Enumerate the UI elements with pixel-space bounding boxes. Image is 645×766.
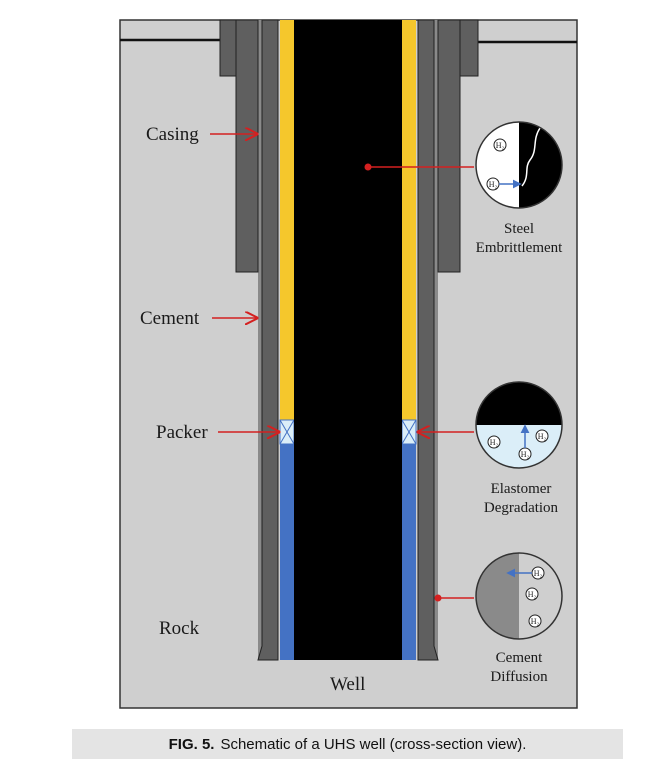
h2-molecule: [487, 435, 501, 449]
h2-label: H₂: [538, 432, 547, 441]
label-cement-diff-1: Cement: [496, 650, 543, 666]
inner-casing-right: [417, 19, 439, 661]
tubing-lower-left: [280, 444, 294, 660]
h2-label: H₂: [528, 590, 537, 599]
tubing-upper-left: [280, 20, 294, 420]
cement-point: [434, 594, 442, 602]
tubing-upper-right: [402, 20, 416, 420]
label-elastomer-1: Elastomer: [491, 481, 552, 497]
well-bore: [294, 20, 402, 660]
label-cement-diff-2: Diffusion: [490, 669, 548, 685]
label-casing: Casing: [146, 124, 199, 145]
packer-left: [279, 419, 295, 445]
figure-caption: FIG. 5. Schematic of a UHS well (cross-s…: [72, 729, 623, 759]
caption-prefix: FIG. 5.: [168, 735, 215, 753]
crack-line: [521, 127, 541, 187]
steel-point: [364, 163, 372, 171]
h2-label: H₂: [496, 141, 505, 150]
h2-molecule: [525, 587, 539, 601]
label-elastomer-2: Degradation: [484, 500, 559, 516]
casing-head-right: [459, 19, 479, 77]
cement-diffusion-inset: H₂ H₂ H₂: [475, 552, 563, 640]
label-packer: Packer: [156, 422, 208, 443]
h2-label: H₂: [531, 617, 540, 626]
h2-label: H₂: [489, 180, 498, 189]
caption-text: Schematic of a UHS well (cross-section v…: [220, 735, 527, 753]
inner-casing-left: [257, 19, 279, 661]
label-steel-1: Steel: [504, 221, 534, 237]
h2-label: H₂: [534, 569, 543, 578]
outer-casing-right: [437, 19, 461, 273]
tubing-lower-right: [402, 444, 416, 660]
h2-label: H₂: [521, 450, 530, 459]
outer-casing-left: [235, 19, 259, 273]
packer-right: [401, 419, 417, 445]
label-rock: Rock: [159, 618, 200, 639]
casing-head-left: [219, 19, 237, 77]
h2-molecule: [493, 138, 507, 152]
well-schematic: Casing Cement Packer Rock Well H₂ H₂ Ste…: [119, 19, 578, 709]
h2-molecule: [535, 429, 549, 443]
label-well: Well: [330, 674, 365, 695]
steel-embrittlement-inset: H₂ H₂: [475, 121, 563, 209]
label-steel-2: Embrittlement: [476, 240, 563, 256]
h2-label: H₂: [490, 438, 499, 447]
h2-molecule: [528, 614, 542, 628]
elastomer-degradation-inset: H₂ H₂ H₂: [475, 381, 563, 469]
label-cement: Cement: [140, 308, 200, 329]
